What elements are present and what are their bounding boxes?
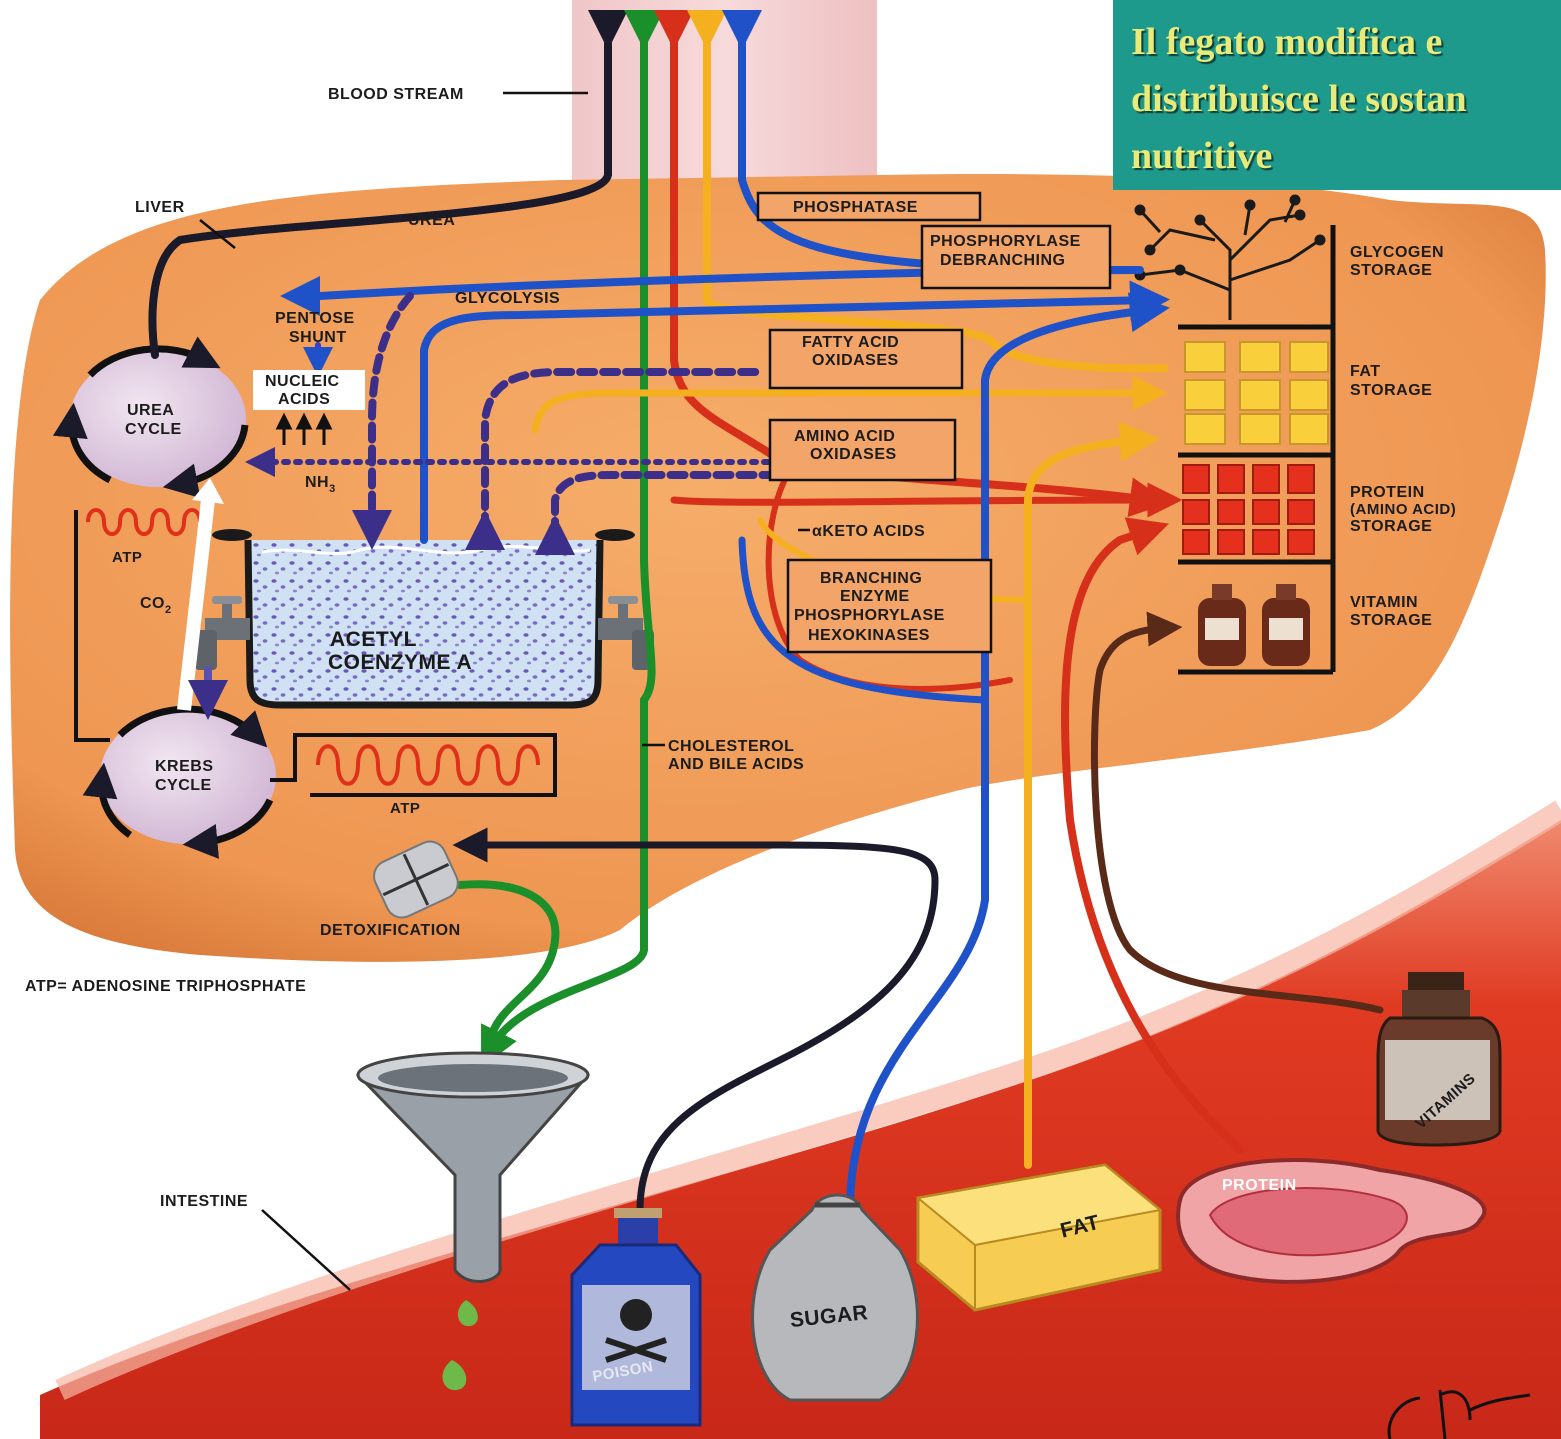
pentose-label-2: SHUNT (289, 329, 347, 346)
phosphorylase-label-2: DEBRANCHING (940, 252, 1066, 269)
detoxification-label: DETOXIFICATION (320, 922, 461, 939)
intestine-label: INTESTINE (160, 1193, 248, 1210)
acetyl-label-1: ACETYL (330, 628, 417, 651)
fat-storage-label-1: FAT (1350, 363, 1381, 380)
cholesterol-label-1: CHOLESTEROL (668, 738, 794, 755)
krebs-label-1: KREBS (155, 758, 214, 775)
acetyl-coa-pot-icon (212, 529, 635, 705)
nucleic-label-1: NUCLEIC (265, 373, 340, 390)
atp-top-label: ATP (112, 549, 142, 566)
title-banner: Il fegato modifica e distribuisce le sos… (1113, 0, 1561, 190)
glycogen-label-1: GLYCOGEN (1350, 244, 1444, 261)
vitamin-storage-label-2: STORAGE (1350, 612, 1432, 629)
branching-label-3: PHOSPHORYLASE (794, 607, 945, 624)
urea-cycle-label-2: CYCLE (125, 421, 182, 438)
nucleic-label-2: ACIDS (278, 391, 330, 408)
vitamin-storage-label-1: VITAMIN (1350, 594, 1418, 611)
atp-definition-label: ATP= ADENOSINE TRIPHOSPHATE (25, 978, 306, 995)
red-pathway-2 (674, 500, 1165, 502)
amino-acid-label-2: OXIDASES (810, 446, 897, 463)
blood-stream-label: BLOOD STREAM (328, 86, 464, 103)
protein-storage-label-3: STORAGE (1350, 518, 1432, 535)
liver-label: LIVER (135, 199, 185, 216)
acetyl-label-2: COENZYME A (328, 651, 472, 674)
protein-storage-label-2: (AMINO ACID) (1350, 501, 1456, 518)
fatty-acid-label-1: FATTY ACID (802, 334, 899, 351)
nh3-subscript: 3 (329, 483, 336, 495)
branching-label-2: ENZYME (840, 588, 910, 605)
amino-acid-label-1: AMINO ACID (794, 428, 895, 445)
intestine-pointer (262, 1210, 350, 1290)
title-line-3: nutritive (1131, 128, 1561, 185)
glycolysis-label: GLYCOLYSIS (455, 290, 560, 307)
branching-label-1: BRANCHING (820, 570, 922, 587)
blood-stream-vessel (572, 0, 877, 200)
co2-subscript: 2 (165, 604, 172, 616)
phosphorylase-label-1: PHOSPHORYLASE (930, 233, 1081, 250)
protein-label: PROTEIN (1222, 1177, 1297, 1194)
cholesterol-label-2: AND BILE ACIDS (668, 756, 804, 773)
glycogen-label-2: STORAGE (1350, 262, 1432, 279)
co2-text: CO (140, 595, 165, 612)
pentose-label-1: PENTOSE (275, 310, 355, 327)
atp-bottom-label: ATP (390, 800, 420, 817)
branching-label-4: HEXOKINASES (808, 627, 930, 644)
nh3-text: NH (305, 474, 329, 491)
urea-label: UREA (408, 212, 455, 229)
fat-storage-label-2: STORAGE (1350, 382, 1432, 399)
title-line-1: Il fegato modifica e (1131, 14, 1561, 71)
fatty-acid-label-2: OXIDASES (812, 352, 899, 369)
protein-storage-label-1: PROTEIN (1350, 484, 1425, 501)
krebs-label-2: CYCLE (155, 777, 212, 794)
title-line-2: distribuisce le sostan (1131, 71, 1561, 128)
phosphatase-label: PHOSPHATASE (793, 199, 918, 216)
fat-storage-blocks (1185, 342, 1328, 444)
keto-acids-label: αKETO ACIDS (812, 523, 925, 540)
urea-cycle-label-1: UREA (127, 402, 174, 419)
